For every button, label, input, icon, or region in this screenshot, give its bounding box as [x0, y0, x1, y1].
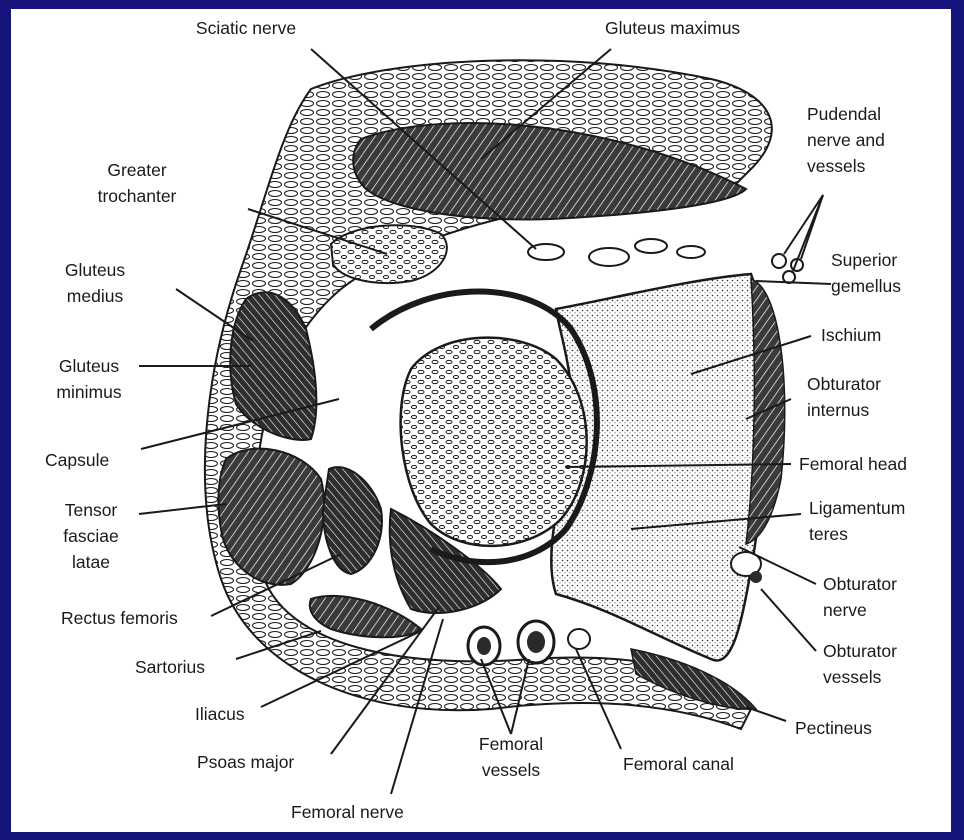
label-gluteus-medius: Gluteus medius — [35, 257, 155, 309]
label-sciatic-nerve: Sciatic nerve — [161, 15, 331, 41]
label-ischium: Ischium — [821, 322, 881, 348]
label-tensor-fasciae-latae: Tensor fasciae latae — [41, 497, 141, 575]
label-femoral-nerve: Femoral nerve — [291, 799, 404, 825]
label-obturator-nerve: Obturator nerve — [823, 571, 897, 623]
label-superior-gemellus: Superior gemellus — [831, 247, 901, 299]
label-psoas-major: Psoas major — [197, 749, 294, 775]
greater-trochanter-bone — [331, 225, 447, 283]
label-pectineus: Pectineus — [795, 715, 872, 741]
label-obturator-vessels: Obturator vessels — [823, 638, 897, 690]
label-femoral-canal: Femoral canal — [623, 751, 734, 777]
label-sartorius: Sartorius — [135, 654, 205, 680]
label-greater-trochanter: Greater trochanter — [67, 157, 207, 209]
sartorius-muscle — [310, 596, 421, 637]
label-femoral-vessels: Femoral vessels — [461, 731, 561, 783]
femoral-head-bone — [401, 338, 587, 546]
label-rectus-femoris: Rectus femoris — [61, 605, 178, 631]
label-gluteus-minimus: Gluteus minimus — [27, 353, 151, 405]
label-femoral-head: Femoral head — [799, 451, 907, 477]
label-ligamentum-teres: Ligamentum teres — [809, 495, 905, 547]
label-iliacus: Iliacus — [195, 701, 245, 727]
sciatic-and-posterior-vessels — [528, 239, 803, 283]
label-pudendal-nerve-and-vessels: Pudendal nerve and vessels — [807, 101, 885, 179]
label-obturator-internus: Obturator internus — [807, 371, 881, 423]
label-gluteus-maximus: Gluteus maximus — [605, 15, 740, 41]
diagram-panel: Sciatic nerve Gluteus maximus Pudendal n… — [11, 9, 951, 832]
label-capsule: Capsule — [45, 447, 109, 473]
